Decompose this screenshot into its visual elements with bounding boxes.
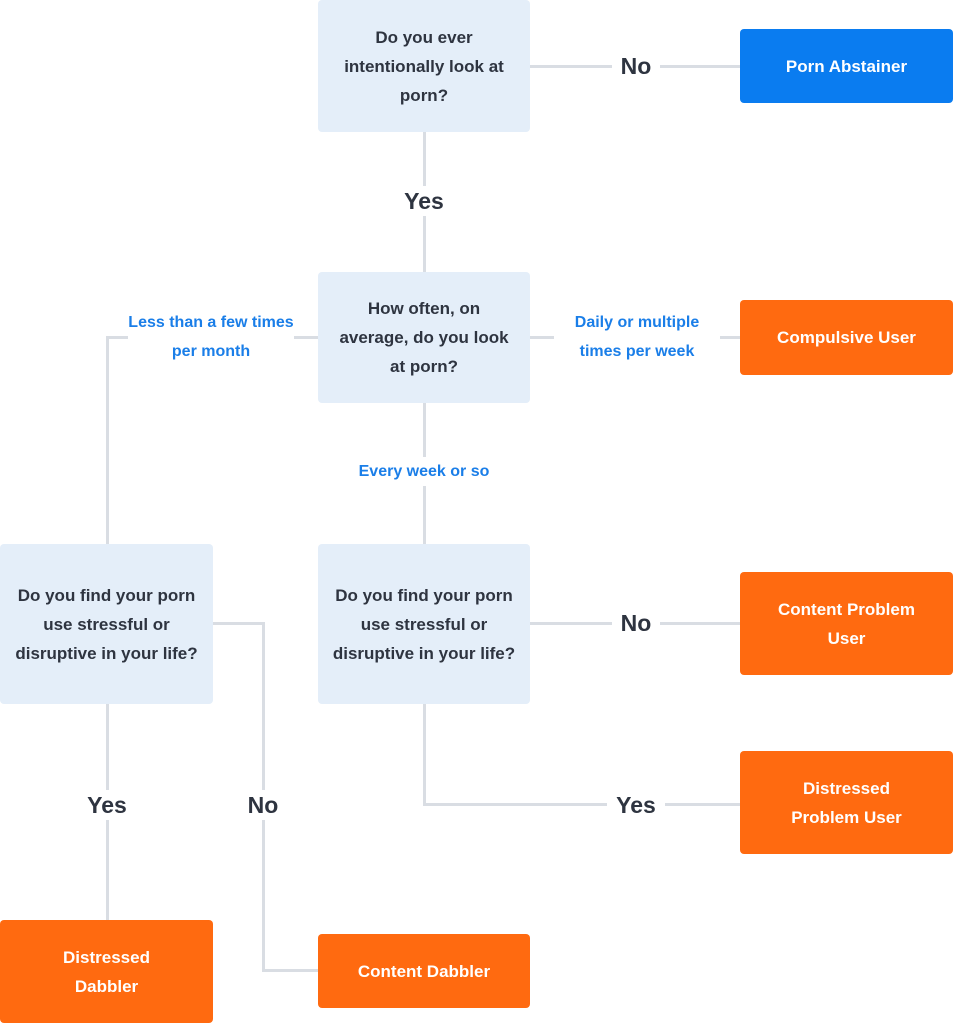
label-every-week: Every week or so: [338, 457, 510, 486]
connector-to-content-dabbler: [262, 969, 319, 972]
label-q3r-yes: Yes: [607, 790, 665, 820]
question-stressful-left: Do you find your porn use stressful or d…: [0, 544, 213, 704]
result-content-dabbler: Content Dabbler: [318, 934, 530, 1008]
label-q3l-yes: Yes: [77, 790, 137, 820]
label-q3r-no: No: [612, 608, 660, 638]
question-how-often: How often, on average, do you look at po…: [318, 272, 530, 403]
result-distressed-dabbler: Distressed Dabbler: [0, 920, 213, 1023]
connector-q2-left-vertical: [106, 336, 109, 544]
result-compulsive-user: Compulsive User: [740, 300, 953, 375]
connector-q3r-down: [423, 703, 426, 806]
connector-q3l-right-horizontal: [213, 622, 265, 625]
label-q1-no: No: [612, 51, 660, 81]
label-q3l-no: No: [238, 790, 288, 820]
question-intentional-look: Do you ever intentionally look at porn?: [318, 0, 530, 132]
result-content-problem-user: Content Problem User: [740, 572, 953, 675]
label-less-than-few: Less than a few times per month: [128, 308, 294, 366]
result-distressed-problem-user: Distressed Problem User: [740, 751, 953, 854]
question-stressful-right: Do you find your porn use stressful or d…: [318, 544, 530, 704]
label-q1-yes: Yes: [394, 186, 454, 216]
label-daily-multiple: Daily or multiple times per week: [554, 308, 720, 366]
result-porn-abstainer: Porn Abstainer: [740, 29, 953, 103]
connector-q3r-to-distressed-problem: [423, 803, 740, 806]
